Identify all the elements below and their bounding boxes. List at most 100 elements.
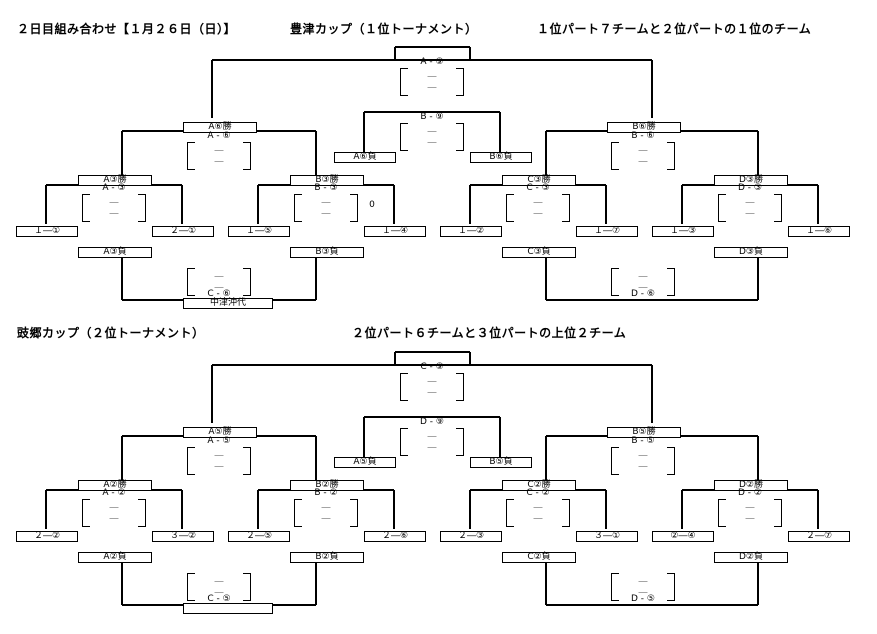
r1-winner-2: C③勝 — [502, 175, 576, 186]
qf-right-match: B - ⑥ — [631, 131, 655, 141]
cons-left-left-bracket — [187, 573, 195, 601]
day-title: ２日目組み合わせ【１月２６日（日）】 — [17, 22, 237, 36]
final-score-bottom: ＿ — [427, 80, 437, 90]
final-score-bottom: ＿ — [427, 385, 437, 395]
r1-0-score-bottom: ＿ — [109, 511, 119, 521]
r1-loser-0: A③負 — [78, 247, 152, 258]
r1-0-right-bracket — [138, 499, 146, 527]
qf-right-winner: B⑤勝 — [607, 427, 681, 438]
r1-1-score-bottom: ＿ — [321, 511, 331, 521]
final-score-top: ＿ — [427, 374, 437, 384]
r1-winner-0: A②勝 — [78, 480, 152, 491]
cons-right-score-bottom: ＿ — [638, 585, 648, 595]
r1-3-score-top: ＿ — [745, 195, 755, 205]
r1-2-left-bracket — [506, 499, 514, 527]
r1-loser-1: B②負 — [290, 552, 364, 563]
qf-right-winner: B⑥勝 — [607, 122, 681, 133]
r1-winner-2: C②勝 — [502, 480, 576, 491]
r1-team-left-1: １―⑤ — [228, 226, 290, 237]
qf-left-right-bracket — [243, 447, 251, 475]
cup2-title: 豉郷カップ（２位トーナメント） — [17, 326, 205, 340]
r1-match-2: C - ③ — [526, 183, 550, 193]
r1-team-right-2: １―⑦ — [576, 226, 638, 237]
cons-left-score-bottom: ＿ — [214, 280, 224, 290]
cons-left-result: 中津沖代 — [183, 298, 273, 309]
r1-0-right-bracket — [138, 194, 146, 222]
r1-loser-2: C③負 — [502, 247, 576, 258]
qf-right-score-bottom: ＿ — [638, 154, 648, 164]
cons-left-left-bracket — [187, 268, 195, 296]
qf-right-score-top: ＿ — [638, 448, 648, 458]
r1-match-2: C - ② — [526, 488, 550, 498]
r1-winner-1: B③勝 — [290, 175, 364, 186]
r1-3-score-bottom: ＿ — [745, 511, 755, 521]
r1-winner-1: B②勝 — [290, 480, 364, 491]
r1-match-1: B - ② — [314, 488, 338, 498]
r1-team-right-1: ２―⑥ — [364, 531, 426, 542]
cup1-description: １位パート７チームと２位パートの１位のチーム — [537, 22, 812, 36]
semi-match: B - ⑨ — [420, 112, 444, 122]
r1-team-right-0: ３―② — [152, 531, 214, 542]
qf-left-score-bottom: ＿ — [214, 459, 224, 469]
qf-right-score-top: ＿ — [638, 143, 648, 153]
cons-left-match: C - ⑥ — [207, 289, 231, 299]
final-right-bracket — [456, 68, 464, 96]
cons-right-right-bracket — [667, 268, 675, 296]
semi-score-top: ＿ — [427, 124, 437, 134]
semi-right-loser: B⑥負 — [470, 152, 532, 163]
r1-3-score-top: ＿ — [745, 500, 755, 510]
qf-right-right-bracket — [667, 447, 675, 475]
r1-2-left-bracket — [506, 194, 514, 222]
cons-right-score-top: ＿ — [638, 574, 648, 584]
r1-3-right-bracket — [774, 194, 782, 222]
r1-winner-3: D③勝 — [714, 175, 788, 186]
semi-right-bracket — [456, 123, 464, 151]
semi-left-bracket — [400, 123, 408, 151]
qf-left-winner: A⑥勝 — [183, 122, 257, 133]
cup1-title: 豊津カップ（１位トーナメント） — [290, 22, 478, 36]
r1-team-left-2: ２―③ — [440, 531, 502, 542]
cons-right-score-top: ＿ — [638, 269, 648, 279]
qf-left-left-bracket — [187, 447, 195, 475]
semi-left-loser: A⑤負 — [334, 457, 396, 468]
r1-loser-3: D②負 — [714, 552, 788, 563]
r1-1-left-bracket — [294, 499, 302, 527]
final-match: A - ⑨ — [420, 57, 444, 67]
r1-0-left-bracket — [82, 194, 90, 222]
r1-0-score-top: ＿ — [109, 500, 119, 510]
qf-left-score-bottom: ＿ — [214, 154, 224, 164]
cons-right-match: D - ⑥ — [631, 289, 655, 299]
r1-2-score-bottom: ＿ — [533, 206, 543, 216]
cons-left-score-top: ＿ — [214, 574, 224, 584]
semi-right-loser: B⑤負 — [470, 457, 532, 468]
qf-left-right-bracket — [243, 142, 251, 170]
semi-left-bracket — [400, 428, 408, 456]
qf-left-score-top: ＿ — [214, 143, 224, 153]
final-right-bracket — [456, 373, 464, 401]
r1-team-right-2: ３―① — [576, 531, 638, 542]
r1-loser-3: D③負 — [714, 247, 788, 258]
r1-match-0: A - ② — [102, 488, 126, 498]
r1-winner-0: A③勝 — [78, 175, 152, 186]
qf-left-winner: A⑤勝 — [183, 427, 257, 438]
r1-team-left-2: １―② — [440, 226, 502, 237]
r1-2-score-top: ＿ — [533, 195, 543, 205]
cons-left-score-bottom: ＿ — [214, 585, 224, 595]
semi-match: D - ⑨ — [420, 417, 444, 427]
semi-left-loser: A⑥負 — [334, 152, 396, 163]
note: 0 — [369, 200, 375, 210]
cons-left-score-top: ＿ — [214, 269, 224, 279]
r1-3-right-bracket — [774, 499, 782, 527]
r1-2-score-top: ＿ — [533, 500, 543, 510]
r1-team-left-3: ②―④ — [652, 531, 714, 542]
qf-right-left-bracket — [611, 447, 619, 475]
r1-0-left-bracket — [82, 499, 90, 527]
r1-team-right-0: ２―① — [152, 226, 214, 237]
r1-2-right-bracket — [562, 194, 570, 222]
r1-1-left-bracket — [294, 194, 302, 222]
r1-2-score-bottom: ＿ — [533, 511, 543, 521]
qf-right-left-bracket — [611, 142, 619, 170]
r1-3-left-bracket — [718, 499, 726, 527]
r1-team-right-3: ２―⑦ — [788, 531, 850, 542]
